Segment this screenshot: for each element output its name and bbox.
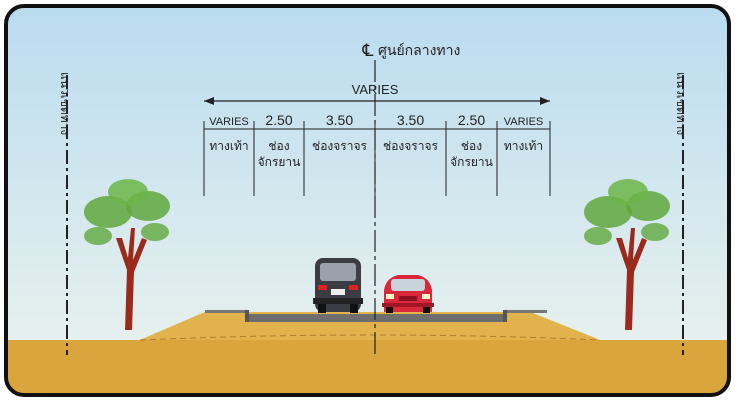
overall-width-label: VARIES <box>352 82 399 97</box>
segment-width-5: VARIES <box>504 116 544 128</box>
segment-name-0-0: ทางเท้า <box>209 139 248 153</box>
segment-name-4-1: จักรยาน <box>450 155 493 169</box>
diagram-frame <box>4 4 731 397</box>
right-row-boundary-label: แนวเขตทาง <box>674 72 688 135</box>
van-rear-view <box>313 258 363 313</box>
overall-dimension-arrow-left <box>204 97 214 105</box>
segment-name-2-0: ช่องจราจร <box>312 139 367 153</box>
right-sidewalk-surface <box>505 310 547 313</box>
segment-width-1: 2.50 <box>265 112 292 128</box>
segment-width-0: VARIES <box>209 116 249 128</box>
left-curb <box>245 310 249 322</box>
segment-width-2: 3.50 <box>326 112 353 128</box>
segment-name-3-0: ช่องจราจร <box>383 139 438 153</box>
segment-name-1-0: ช่อง <box>268 139 289 153</box>
right-curb <box>503 310 507 322</box>
centerline-label: ศูนย์กลางทาง <box>378 42 460 59</box>
segment-name-4-0: ช่อง <box>461 139 482 153</box>
segment-width-3: 3.50 <box>397 112 424 128</box>
road-pavement <box>247 314 505 322</box>
existing-ground-line <box>139 334 601 341</box>
segment-width-4: 2.50 <box>458 112 485 128</box>
left-tree <box>84 179 170 330</box>
overall-dimension-arrow-right <box>540 97 550 105</box>
segment-name-5-0: ทางเท้า <box>504 139 543 153</box>
segment-dimensions: VARIES ทางเท้า 2.50 ช่องจักรยาน 3.50 ช่องจราจ… <box>203 112 551 196</box>
right-tree <box>584 179 670 330</box>
left-row-boundary-label: แนวเขตทาง <box>58 72 72 135</box>
left-sidewalk-surface <box>205 310 247 313</box>
red-car-front-view <box>382 275 434 313</box>
centerline-symbol: ℄ <box>362 41 374 60</box>
segment-name-1-1: จักรยาน <box>258 155 301 169</box>
